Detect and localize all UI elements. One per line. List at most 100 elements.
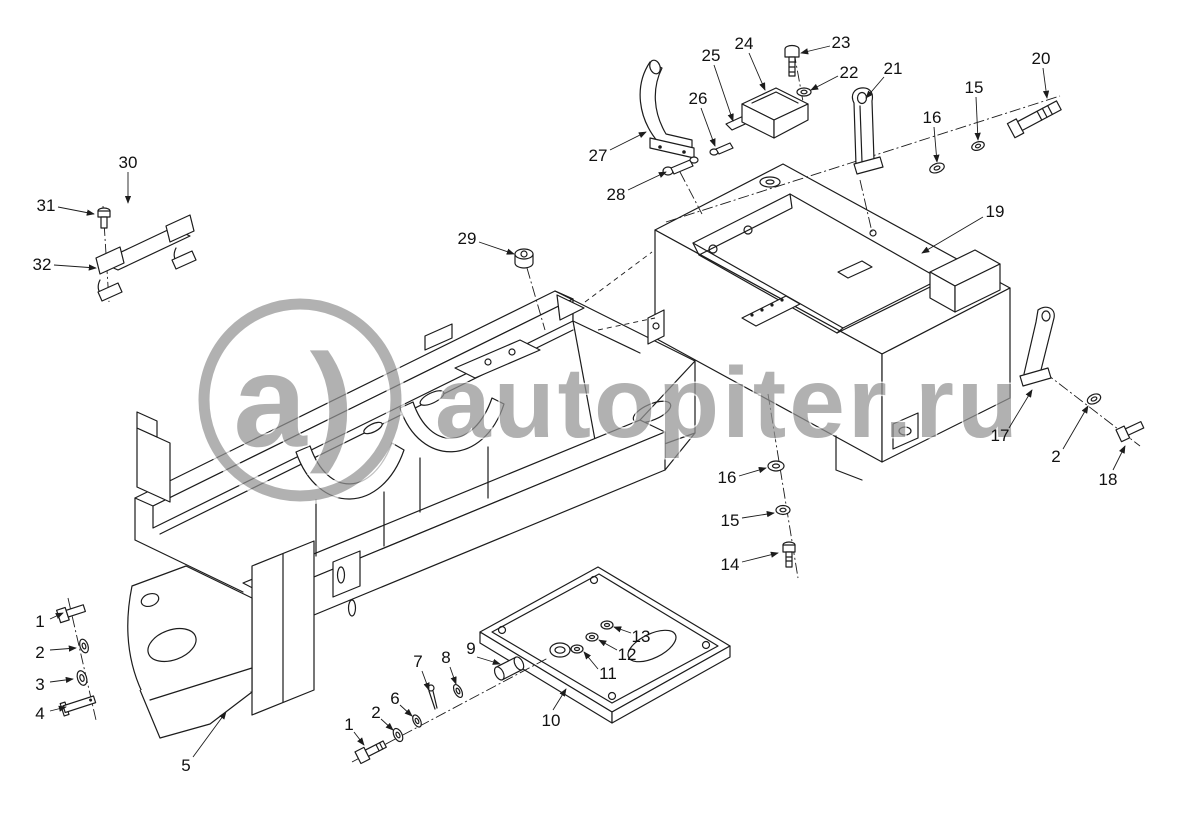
leader-line-8 [449,666,457,685]
part-callout-16: 16 [718,468,737,487]
leader-line-21 [865,76,885,99]
leader-line-2 [49,645,77,652]
leader-line-16 [933,126,940,163]
leader-line-16 [738,467,767,477]
washer-8 [452,683,464,699]
part-callout-15: 15 [721,511,740,530]
clamp-assembly-30 [95,207,197,302]
leader-line-29 [478,241,515,255]
washer-2-bottom [392,727,404,743]
watermark-site: autopiter.ru [435,347,1021,459]
part-callout-29: 29 [458,229,477,248]
part-callout-19: 19 [986,202,1005,221]
bracket-24 [741,87,809,139]
skid-plate-drawing [479,566,731,724]
part-callout-31: 31 [37,196,56,215]
bolt-23 [784,44,800,77]
strap-bracket-27 [639,59,695,159]
leader-line-4 [49,705,67,712]
washer-16-lower [767,460,785,472]
leader-line-23 [800,45,831,55]
part-callout-27: 27 [589,146,608,165]
washer-2-right [1086,393,1102,405]
part-callout-9: 9 [466,639,475,658]
leader-line-22 [810,75,839,91]
part-callout-23: 23 [832,33,851,52]
leader-line-32 [53,264,97,271]
part-callout-16: 16 [923,108,942,127]
leader-line-28 [627,171,667,191]
part-callout-8: 8 [441,648,450,667]
pin-4-left [59,695,97,717]
part-callout-11: 11 [599,664,617,683]
strap-21 [851,87,884,175]
part-callout-2: 2 [35,643,44,662]
leader-line-27 [609,131,647,151]
bolt-18 [1115,421,1145,443]
leader-line-19 [921,216,984,254]
leader-line-26 [700,107,716,147]
bolt-20 [1006,100,1062,139]
part-callout-12: 12 [618,645,637,664]
strap-17 [1019,306,1055,387]
leader-line-7 [421,670,430,691]
washer-2-left [79,638,89,654]
part-callout-17: 17 [991,426,1010,445]
leader-line-31 [57,206,95,216]
leader-line-9 [476,656,501,665]
leader-line-3 [49,676,74,684]
part-callout-22: 22 [840,63,859,82]
leader-line-12 [598,639,618,651]
leader-line-11 [583,651,599,670]
part-callout-10: 10 [542,711,561,730]
part-callout-2: 2 [371,703,380,722]
cotter-pin-7 [427,684,438,710]
leader-line-25 [713,64,734,122]
watermark: a) autopiter.ru [195,295,1021,505]
washer-16-top [929,162,945,174]
leader-line-5 [192,711,227,758]
leader-line-2 [1062,405,1089,450]
bolt-26 [709,142,734,156]
spacer-9 [493,656,525,681]
part-callout-24: 24 [735,34,754,53]
washer-6 [412,714,422,728]
leader-line-20 [1042,67,1050,99]
leader-line-13 [613,626,632,634]
part-callout-1: 1 [344,715,353,734]
washer-22 [796,87,812,97]
part-callout-21: 21 [884,59,903,78]
leader-line-6 [399,704,413,717]
washer-11 [570,644,584,654]
leader-line-18 [1112,445,1126,471]
bolt-1-left [56,604,86,624]
part-callout-25: 25 [702,46,721,65]
leader-line-15 [741,510,775,519]
part-callout-28: 28 [607,185,626,204]
leader-line-15 [974,96,981,141]
leader-line-10 [552,688,567,711]
bolt-14 [782,541,796,568]
nut-29 [514,248,534,269]
leader-line-24 [748,52,766,91]
part-callout-30: 30 [119,153,138,172]
leader-line-14 [741,551,779,563]
part-callout-15: 15 [965,78,984,97]
leader-line-17 [1008,389,1033,429]
watermark-circle-inner [198,298,402,502]
part-callout-13: 13 [632,627,651,646]
washer-12 [585,632,599,642]
washer-13 [600,620,614,630]
part-callout-1: 1 [35,612,44,631]
part-callout-7: 7 [413,652,422,671]
part-callout-20: 20 [1032,49,1051,68]
part-callout-6: 6 [390,689,399,708]
washer-3-left [76,670,88,686]
part-callout-32: 32 [33,255,52,274]
part-callout-5: 5 [181,756,190,775]
part-callout-3: 3 [35,675,44,694]
part-callout-4: 4 [35,704,44,723]
watermark-logo: a) [233,327,356,474]
